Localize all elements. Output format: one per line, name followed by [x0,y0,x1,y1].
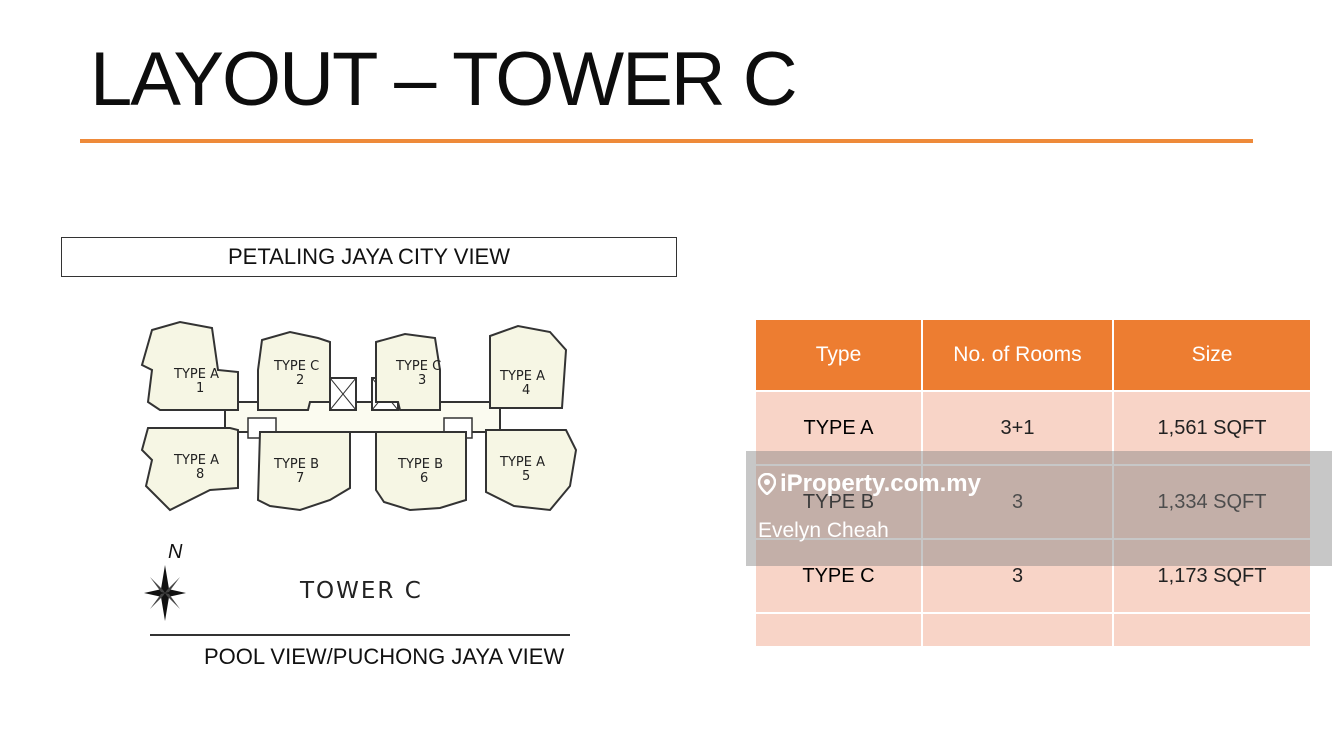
unit-1-type: TYPE A [173,367,219,382]
unit-3-type: TYPE C [395,359,441,374]
unit-1-shape [140,320,239,411]
table-header-row: Type No. of Rooms Size [754,318,1312,392]
unit-5-shape [485,429,578,512]
unit-8-shape [140,427,239,512]
watermark-brand-text: iProperty.com.my [780,470,981,497]
cell-rooms: 3 [921,538,1114,614]
header-size: Size [1112,318,1312,392]
top-view-label-box: PETALING JAYA CITY VIEW [61,237,677,277]
unit-2-number: 2 [296,373,304,388]
unit-4-number: 4 [522,383,530,398]
cell-rooms: 3+1 [921,390,1114,466]
unit-4-shape [489,324,568,409]
tower-label: TOWER C [300,578,423,604]
unit-5-type: TYPE A [499,455,545,470]
watermark-overlay [746,451,1332,566]
cell-type: TYPE C [754,538,923,614]
header-rooms: No. of Rooms [921,318,1114,392]
compass-rose-icon [144,565,186,621]
blank-cell [921,612,1114,648]
cell-size: 1,561 SQFT [1112,390,1312,466]
title-underline [80,139,1253,143]
unit-2-shape [257,330,331,411]
top-view-label: PETALING JAYA CITY VIEW [228,244,510,269]
unit-7-number: 7 [296,471,304,486]
floor-plan-drawing: TYPE A 1 TYPE C 2 TYPE C 3 TYPE A 4 TYPE… [140,320,578,512]
unit-6-shape [375,431,467,512]
table-row: TYPE C 3 1,173 SQFT [754,538,1312,614]
slide-title: LAYOUT – TOWER C [90,37,798,122]
cell-type: TYPE B [754,464,923,540]
unit-6-number: 6 [420,471,428,486]
bottom-view-label: POOL VIEW/PUCHONG JAYA VIEW [204,644,565,669]
unit-3-shape [375,332,441,411]
location-pin-icon [758,473,776,495]
unit-6-type: TYPE B [397,457,443,472]
unit-3-number: 3 [418,373,426,388]
unit-5-number: 5 [522,469,530,484]
watermark-brand: iProperty.com.my [758,470,981,498]
unit-4-type: TYPE A [499,369,545,384]
unit-1-number: 1 [196,381,204,396]
header-type: Type [754,318,923,392]
table-row [754,612,1312,648]
cell-type: TYPE A [754,390,923,466]
table-row: TYPE A 3+1 1,561 SQFT [754,390,1312,466]
cell-size: 1,173 SQFT [1112,538,1312,614]
cell-size: 1,334 SQFT [1112,464,1312,540]
blank-cell [754,612,923,648]
unit-8-type: TYPE A [173,453,219,468]
blank-cell [1112,612,1312,648]
watermark-agent-name: Evelyn Cheah [758,519,889,542]
bottom-divider [150,634,570,636]
unit-8-number: 8 [196,467,204,482]
unit-7-type: TYPE B [273,457,319,472]
cell-rooms: 3 [921,464,1114,540]
unit-7-shape [256,431,351,512]
north-label: N [168,541,183,563]
unit-spec-table: Type No. of Rooms Size TYPE A 3+1 1,561 … [754,318,1312,648]
table-row: TYPE B 3 1,334 SQFT [754,464,1312,540]
unit-2-type: TYPE C [273,359,319,374]
